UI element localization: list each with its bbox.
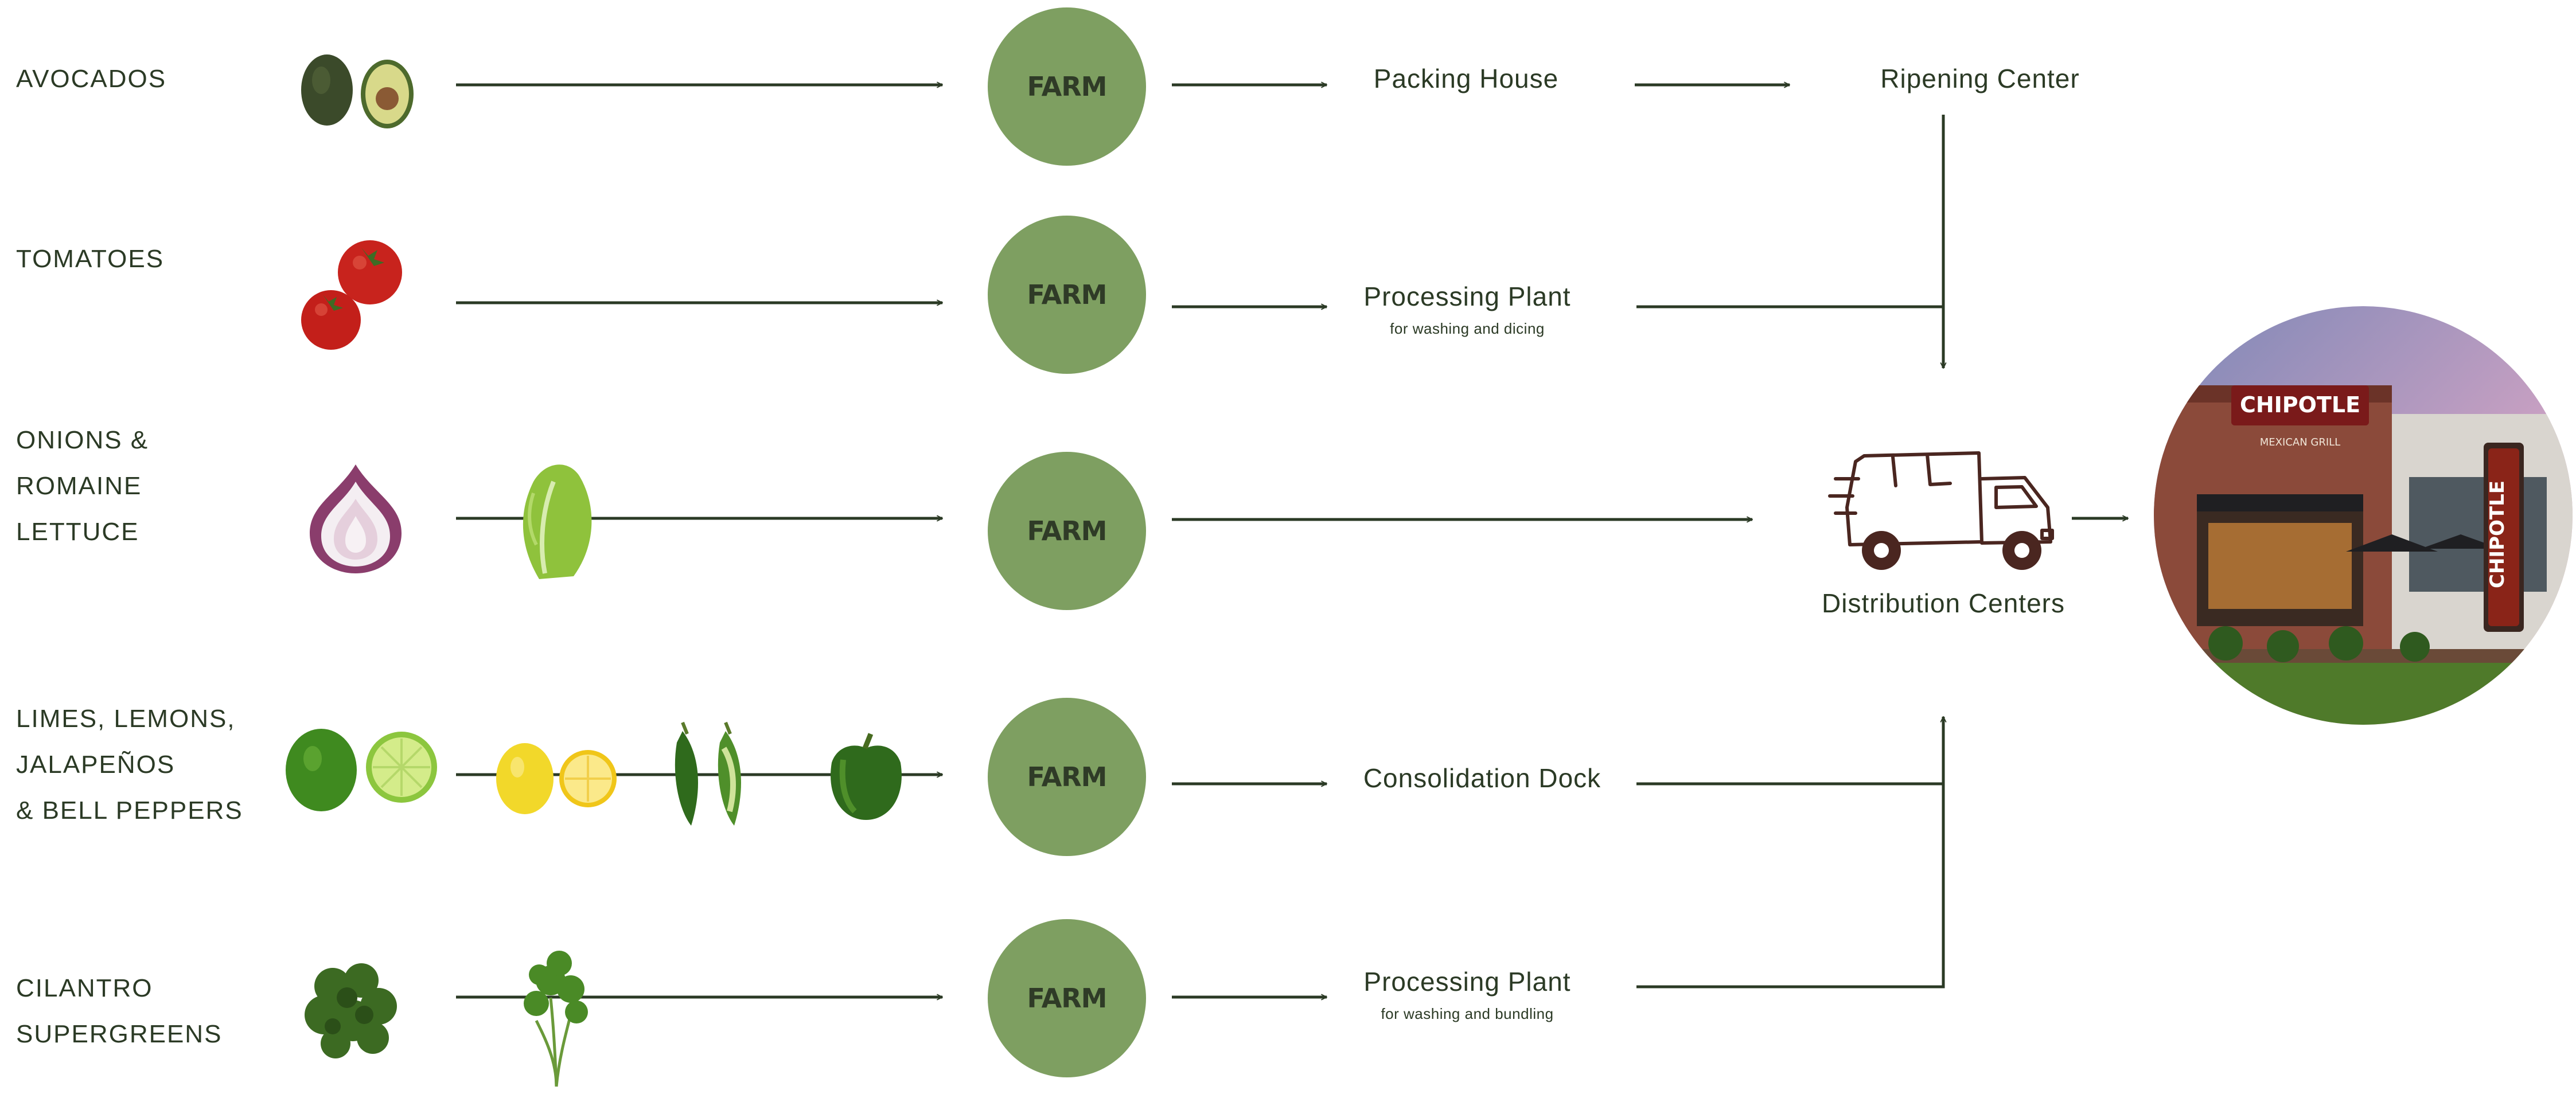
farm-circle-tomatoes: FARM xyxy=(988,216,1146,374)
avocado-half-icon xyxy=(361,60,414,128)
stage-processing-plant-bundling: Processing Plant for washing and bundlin… xyxy=(1363,967,1571,1022)
stage-processing-plant-bundling-sub: for washing and bundling xyxy=(1381,1005,1554,1022)
bell-pepper-icon xyxy=(831,733,902,820)
jalapeno-icon xyxy=(675,721,741,826)
farm-circle-limes: FARM xyxy=(988,698,1146,856)
row-label-avocados: AVOCADOS xyxy=(16,65,167,93)
stage-distribution-centers: Distribution Centers xyxy=(1822,588,2065,618)
restaurant-photo-icon: CHIPOTLE MEXICAN GRILL CHIPOTLE xyxy=(2154,306,2573,725)
stage-packing-house: Packing House xyxy=(1373,64,1559,93)
supergreens-icon xyxy=(305,963,397,1058)
row-label-onions-romaine: ONIONS & ROMAINE LETTUCE xyxy=(16,426,149,546)
farm-circle-cilantro: FARM xyxy=(988,919,1146,1077)
romaine-lettuce-icon xyxy=(523,464,592,579)
onion-icon xyxy=(310,464,402,573)
row-label-tomatoes: TOMATOES xyxy=(16,245,165,273)
farm-circle-onions: FARM xyxy=(988,452,1146,610)
stage-ripening-center: Ripening Center xyxy=(1880,64,2080,93)
farm-circle-avocados: FARM xyxy=(988,7,1146,166)
arrow-lower-to-distribution xyxy=(1636,717,1943,988)
stage-processing-plant-dicing-sub: for washing and dicing xyxy=(1390,320,1545,337)
lime-icon xyxy=(286,729,437,811)
tomato-icon xyxy=(301,240,402,350)
svg-text:MEXICAN GRILL: MEXICAN GRILL xyxy=(2260,436,2340,448)
stage-consolidation-dock: Consolidation Dock xyxy=(1363,763,1601,793)
row-label-cilantro-supergreens: CILANTRO SUPERGREENS xyxy=(16,974,223,1048)
svg-text:CHIPOTLE: CHIPOTLE xyxy=(2240,392,2360,417)
stage-processing-plant-dicing: Processing Plant for washing and dicing xyxy=(1363,282,1571,337)
delivery-truck-icon xyxy=(1828,451,2054,570)
lemon-icon xyxy=(496,743,617,814)
svg-text:CHIPOTLE: CHIPOTLE xyxy=(2486,480,2509,588)
row-label-limes-peppers: LIMES, LEMONS, JALAPEÑOS & BELL PEPPERS xyxy=(16,705,243,825)
cilantro-icon xyxy=(524,951,588,1087)
avocado-whole-icon xyxy=(301,54,353,126)
